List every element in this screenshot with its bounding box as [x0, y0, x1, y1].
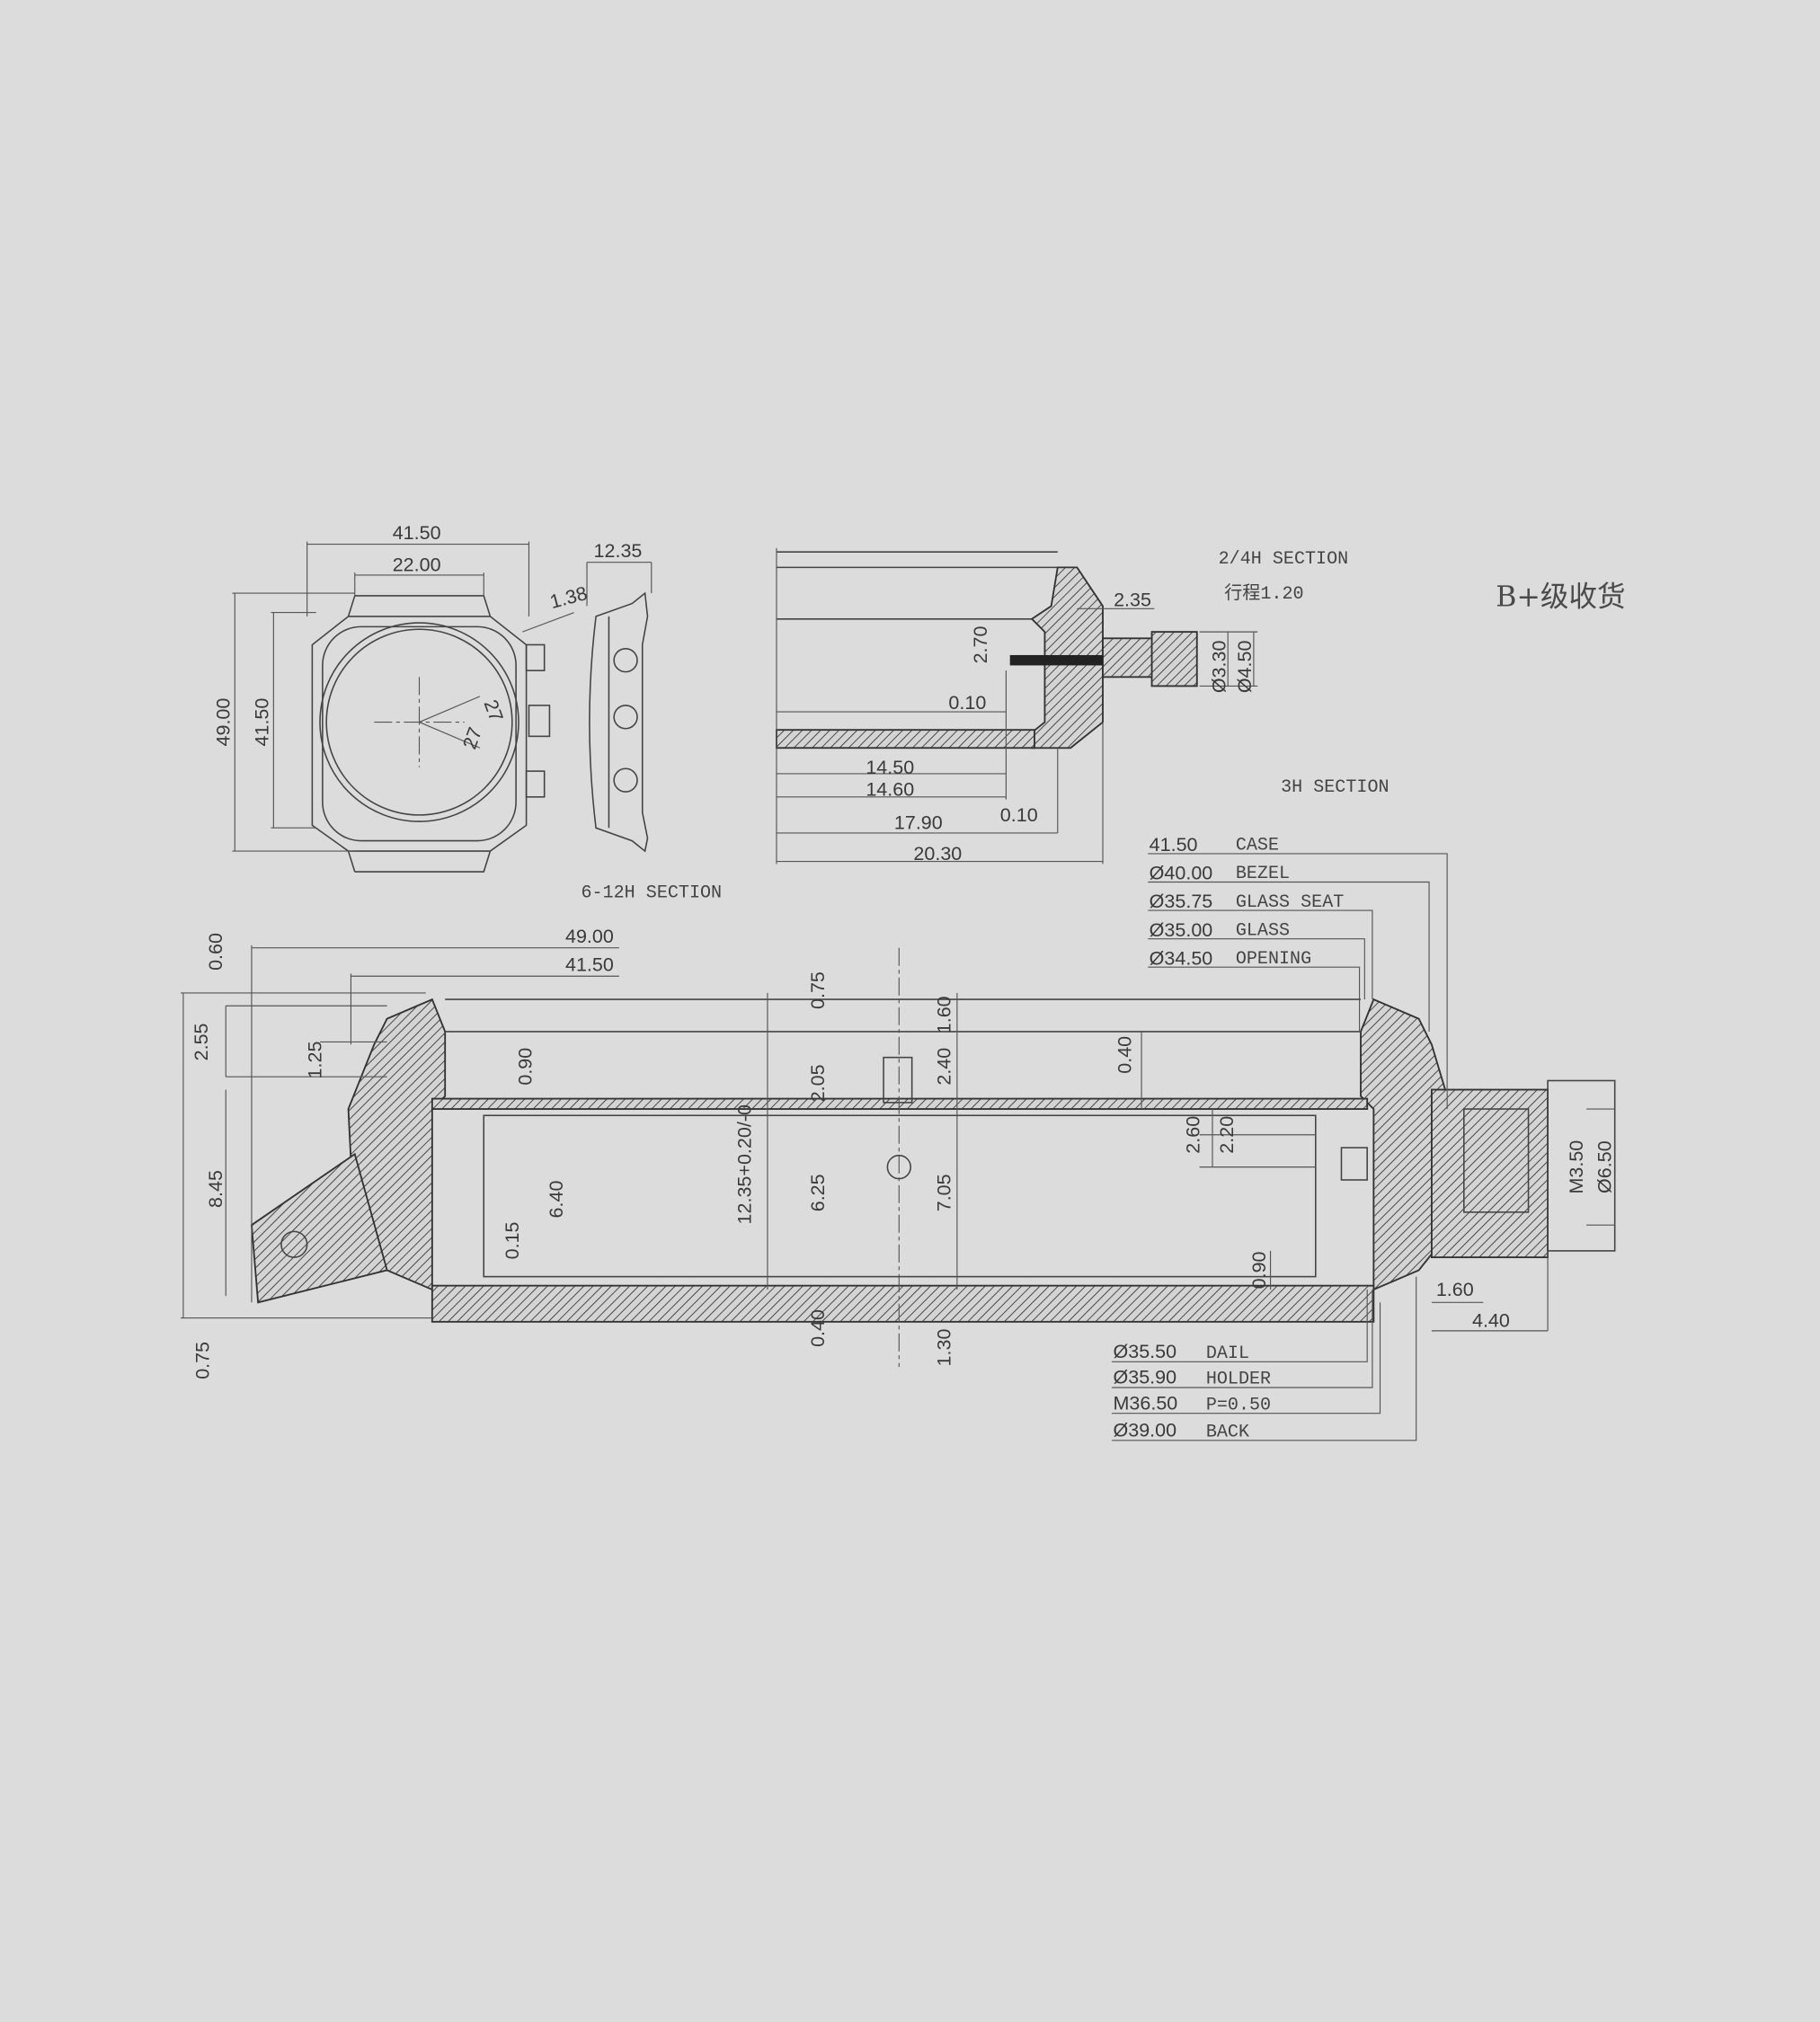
dim-0-90: 0.90 [514, 1048, 536, 1086]
grade-title: B+级收货 [1496, 581, 1625, 613]
section-24h-travel: 行程1.20 [1224, 582, 1303, 605]
section-24h: 2/4H SECTION 行程1.20 2.35 2.70 Ø3.30 Ø4.5… [776, 547, 1349, 865]
section-612h-title: 6-12H SECTION [581, 883, 722, 904]
front-height-lugs-label: 49.00 [213, 698, 235, 747]
dim-1-60: 1.60 [934, 996, 955, 1033]
dim-49-00: 49.00 [565, 926, 614, 947]
side-view: 12.35 [586, 540, 653, 853]
front-dial-width-label: 22.00 [393, 554, 441, 576]
dim-0-10-b: 0.10 [1000, 804, 1038, 826]
dim-14-60: 14.60 [866, 778, 914, 800]
dim-1-30: 1.30 [934, 1329, 955, 1367]
callout-name: GLASS [1236, 920, 1290, 941]
dim-d3-30: Ø3.30 [1208, 641, 1230, 694]
dim-0-40-bottom: 0.40 [807, 1309, 829, 1347]
callout-value: M36.50 [1114, 1392, 1178, 1414]
dim-41-50: 41.50 [565, 954, 614, 976]
dim-2-05: 2.05 [807, 1064, 829, 1102]
callout-value: Ø35.00 [1150, 919, 1213, 941]
dim-17-90: 17.90 [894, 812, 943, 834]
front-view: 41.50 22.00 49.00 41.50 1.38 27 27 [213, 522, 590, 873]
callout-name: GLASS SEAT [1236, 892, 1345, 913]
callout-value: 41.50 [1150, 834, 1198, 856]
front-height-label: 41.50 [252, 698, 273, 747]
dim-0-60: 0.60 [205, 933, 226, 971]
side-thickness-label: 12.35 [594, 540, 643, 562]
dim-7-05: 7.05 [934, 1174, 955, 1211]
section-3h-title: 3H SECTION [1281, 777, 1389, 798]
dim-2-70: 2.70 [970, 626, 991, 664]
callout-value: Ø39.00 [1114, 1420, 1177, 1441]
dim-0-90-right: 0.90 [1248, 1251, 1270, 1289]
callout-name: CASE [1236, 836, 1279, 856]
angle-a-label: 27 [480, 697, 508, 725]
dim-20-30: 20.30 [913, 843, 962, 865]
callout-value: Ø40.00 [1150, 863, 1213, 884]
dim-1-25: 1.25 [304, 1042, 325, 1079]
dim-6-40: 6.40 [546, 1181, 567, 1219]
dim-8-45: 8.45 [205, 1170, 226, 1208]
dim-12-35: 12.35+0.20/-0 [733, 1104, 755, 1224]
dim-0-75: 0.75 [807, 971, 829, 1009]
callout-name: BEZEL [1236, 864, 1290, 884]
callout-name: OPENING [1236, 949, 1311, 970]
dim-2-35: 2.35 [1114, 589, 1151, 610]
callout-value: Ø35.50 [1114, 1341, 1177, 1362]
front-width-label: 41.50 [393, 522, 441, 544]
dim-0-15: 0.15 [502, 1221, 523, 1259]
dim-m3-50: M3.50 [1566, 1140, 1587, 1194]
callouts-bottom: Ø35.50 DAIL Ø35.90 HOLDER M36.50 P=0.50 … [1114, 1341, 1272, 1443]
dim-1-60-crown: 1.60 [1436, 1279, 1474, 1300]
dim-6-25: 6.25 [807, 1174, 829, 1211]
section-612h: 49.00 41.50 0.60 2.55 1.25 8.45 0.75 0.9… [181, 853, 1616, 1441]
callout-value: Ø35.90 [1114, 1367, 1177, 1388]
callout-value: Ø34.50 [1150, 947, 1213, 969]
dim-0-10-a: 0.10 [948, 692, 986, 714]
section-24h-title: 2/4H SECTION [1219, 549, 1349, 570]
dim-d4-50: Ø4.50 [1234, 641, 1256, 694]
pusher-label: 1.38 [547, 582, 590, 613]
callouts-top: 41.50 CASE Ø40.00 BEZEL Ø35.75 GLASS SEA… [1150, 834, 1345, 970]
dim-4-40: 4.40 [1472, 1310, 1510, 1332]
callout-name: HOLDER [1206, 1370, 1271, 1390]
callout-name: P=0.50 [1206, 1395, 1271, 1415]
callout-name: DAIL [1206, 1344, 1249, 1364]
dim-2-55: 2.55 [191, 1023, 212, 1060]
callout-name: BACK [1206, 1423, 1250, 1443]
dim-0-75-left: 0.75 [192, 1342, 214, 1379]
callout-value: Ø35.75 [1150, 891, 1213, 912]
angle-b-label: 27 [458, 724, 486, 752]
dim-2-40: 2.40 [934, 1048, 955, 1086]
dim-2-60: 2.60 [1183, 1116, 1204, 1154]
dim-2-20: 2.20 [1216, 1116, 1238, 1154]
dim-d6-50: Ø6.50 [1594, 1140, 1615, 1193]
dim-0-40-top: 0.40 [1114, 1036, 1136, 1074]
dim-14-50: 14.50 [866, 757, 914, 778]
